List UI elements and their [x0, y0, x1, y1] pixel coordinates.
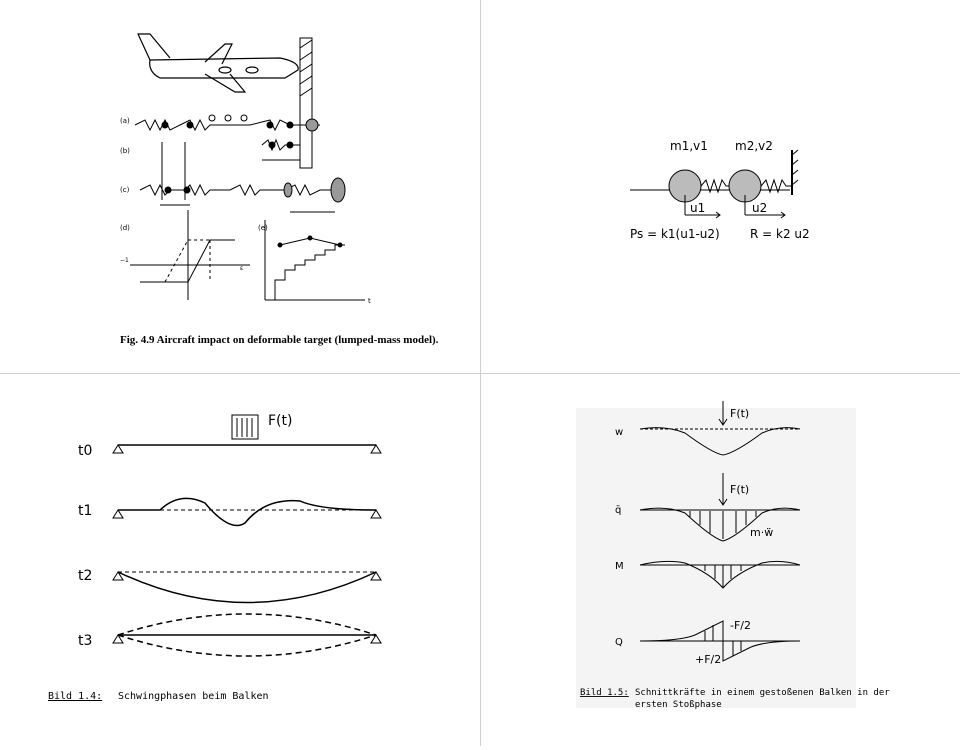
caption-text: Schwingphasen beim Balken — [118, 691, 269, 702]
row-label-b: (b) — [120, 147, 130, 155]
force-displacement-plot: −1 ε — [120, 210, 250, 300]
force-load-block — [231, 414, 259, 440]
caption-number: Bild 1.5: — [580, 688, 629, 698]
row-label-w: w — [615, 427, 623, 438]
support-left-t0 — [112, 444, 124, 454]
scan-background — [576, 408, 856, 708]
beam-phases-diagram: F(t) t0 t1 t2 t3 Bild 1.4 — [48, 413, 382, 702]
deflection-curve — [639, 427, 801, 456]
horizontal-divider — [0, 373, 960, 374]
force-label-2: F(t) — [730, 483, 749, 496]
row-label-e: (e) — [258, 224, 268, 232]
row-label-c: (c) — [120, 186, 130, 194]
equation-ps: Ps = k1(u1-u2) — [630, 227, 720, 241]
force-label-1: F(t) — [730, 407, 749, 420]
spring-k1 — [700, 178, 729, 194]
beam-t1 — [118, 497, 377, 527]
caption-text: Schnittkräfte in einem gestoßenen Balken… — [635, 688, 890, 698]
spring-k2 — [760, 178, 792, 194]
two-mass-diagram: m1,v1 m2,v2 u1 u2 Ps = k1(u1-u2) R = k2 … — [630, 139, 810, 241]
row-label-m: M — [615, 561, 624, 572]
row-label-a: (a) — [120, 117, 130, 125]
label-m1v1: m1,v1 — [670, 139, 708, 153]
label-u2: u2 — [752, 201, 767, 215]
panel-section-forces: w q̄ M Q — [480, 373, 960, 746]
aircraft-diagram: (a) (b) (c) (d) (e) — [120, 33, 439, 346]
t0-label: t0 — [78, 443, 92, 459]
equation-r: R = k2 u2 — [750, 227, 810, 241]
row-label-d: (d) — [120, 224, 130, 232]
shear-neg-label: -F/2 — [730, 619, 751, 632]
t3-label: t3 — [78, 633, 92, 649]
row-label-q: q̄ — [615, 505, 621, 516]
mass-spring-chain-b — [161, 138, 300, 200]
aircraft-icon — [137, 33, 299, 93]
label-m2v2: m2,v2 — [735, 139, 773, 153]
shear-curve — [639, 620, 801, 662]
caption-number: Bild 1.4: — [48, 691, 102, 702]
support-right-t0 — [370, 444, 382, 454]
shear-pos-label: +F/2 — [695, 653, 721, 666]
force-time-plot: t — [264, 220, 371, 305]
caption-text-line2: ersten Stoßphase — [635, 700, 722, 710]
row-label-qshear: Q — [615, 637, 623, 648]
panel-beam-phases: F(t) t0 t1 t2 t3 Bild 1.4 — [0, 373, 480, 746]
svg-text:t: t — [368, 297, 371, 305]
section-forces-diagram: w q̄ M Q — [576, 401, 890, 710]
svg-text:−1: −1 — [120, 257, 129, 264]
panel-two-mass-model: m1,v1 m2,v2 u1 u2 Ps = k1(u1-u2) R = k2 … — [480, 0, 960, 373]
inertia-load-curve — [639, 507, 801, 542]
mass-spring-chain-c — [139, 177, 346, 213]
svg-text:ε: ε — [240, 265, 243, 272]
beam-t2 — [117, 571, 377, 604]
label-u1: u1 — [690, 201, 705, 215]
target-wall — [299, 37, 313, 169]
mass-acceleration-label: m·ẅ — [750, 526, 773, 539]
moment-curve — [639, 560, 801, 589]
force-label: F(t) — [268, 413, 292, 429]
mass-spring-chain-a — [134, 114, 320, 132]
t1-label: t1 — [78, 503, 92, 519]
figure-caption: Fig. 4.9 Aircraft impact on deformable t… — [120, 334, 439, 346]
panel-aircraft-impact: (a) (b) (c) (d) (e) — [0, 0, 480, 373]
t2-label: t2 — [78, 568, 92, 584]
